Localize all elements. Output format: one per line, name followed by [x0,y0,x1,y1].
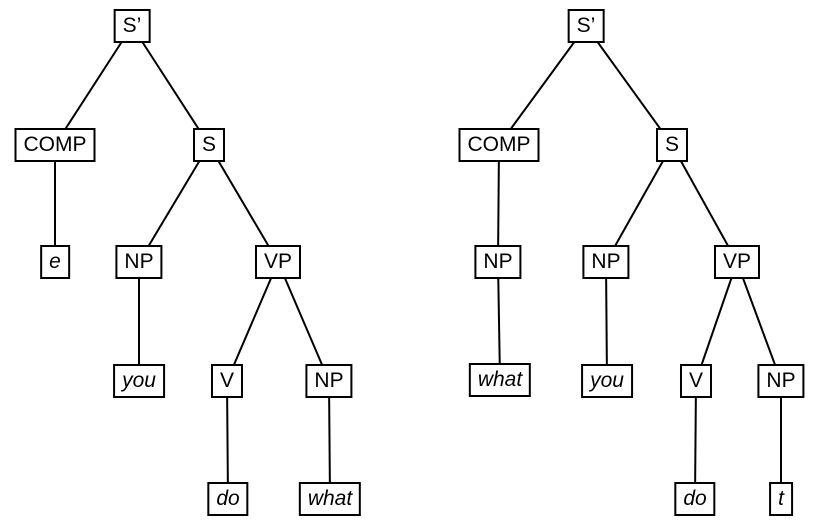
edge-right-tree-v-do [694,380,697,500]
edge-left-tree-s-vp [208,144,279,263]
tree-node-right-tree-sprime: S’ [567,9,605,43]
tree-node-right-tree-you: you [581,364,633,398]
tree-node-right-tree-v: V [679,364,713,398]
edge-right-tree-np1-what [497,261,501,381]
edge-left-tree-sprime-comp [54,25,133,146]
tree-node-right-tree-np1: NP [474,245,522,279]
tree-node-right-tree-vp: VP [713,245,761,279]
tree-node-left-tree-comp: COMP [14,128,96,162]
tree-node-left-tree-np2: NP [305,364,353,398]
tree-node-left-tree-e: e [40,245,70,279]
tree-node-left-tree-s: S [192,128,226,162]
tree-node-right-tree-what: what [468,363,532,397]
edge-left-tree-sprime-s [131,25,210,146]
edge-right-tree-s-np2 [605,144,673,263]
edge-right-tree-sprime-s [585,25,673,146]
edge-left-tree-np2-what [328,380,331,500]
tree-node-right-tree-np2: NP [582,245,630,279]
tree-node-right-tree-comp: COMP [458,128,540,162]
edge-left-tree-s-np1 [138,144,210,263]
edge-right-tree-sprime-comp [498,25,587,146]
edge-left-tree-vp-v [226,261,279,382]
edge-right-tree-comp-np1 [497,144,500,263]
tree-node-left-tree-np1: NP [115,245,163,279]
tree-node-left-tree-do: do [207,482,249,516]
tree-node-right-tree-t: t [769,482,793,516]
tree-node-left-tree-sprime: S’ [113,9,151,43]
tree-node-left-tree-v: V [210,364,244,398]
tree-node-left-tree-you: you [113,364,165,398]
edge-left-tree-v-do [226,380,229,500]
edge-right-tree-vp-np3 [736,261,782,382]
tree-node-right-tree-np3: NP [757,364,805,398]
tree-node-left-tree-what: what [298,482,362,516]
tree-node-left-tree-vp: VP [254,245,302,279]
edge-right-tree-s-vp [671,144,738,263]
tree-node-right-tree-do: do [674,482,716,516]
edge-right-tree-vp-v [695,261,738,382]
edge-left-tree-vp-np2 [277,261,330,382]
tree-node-right-tree-s: S [655,128,689,162]
edge-right-tree-np2-you [605,261,608,382]
